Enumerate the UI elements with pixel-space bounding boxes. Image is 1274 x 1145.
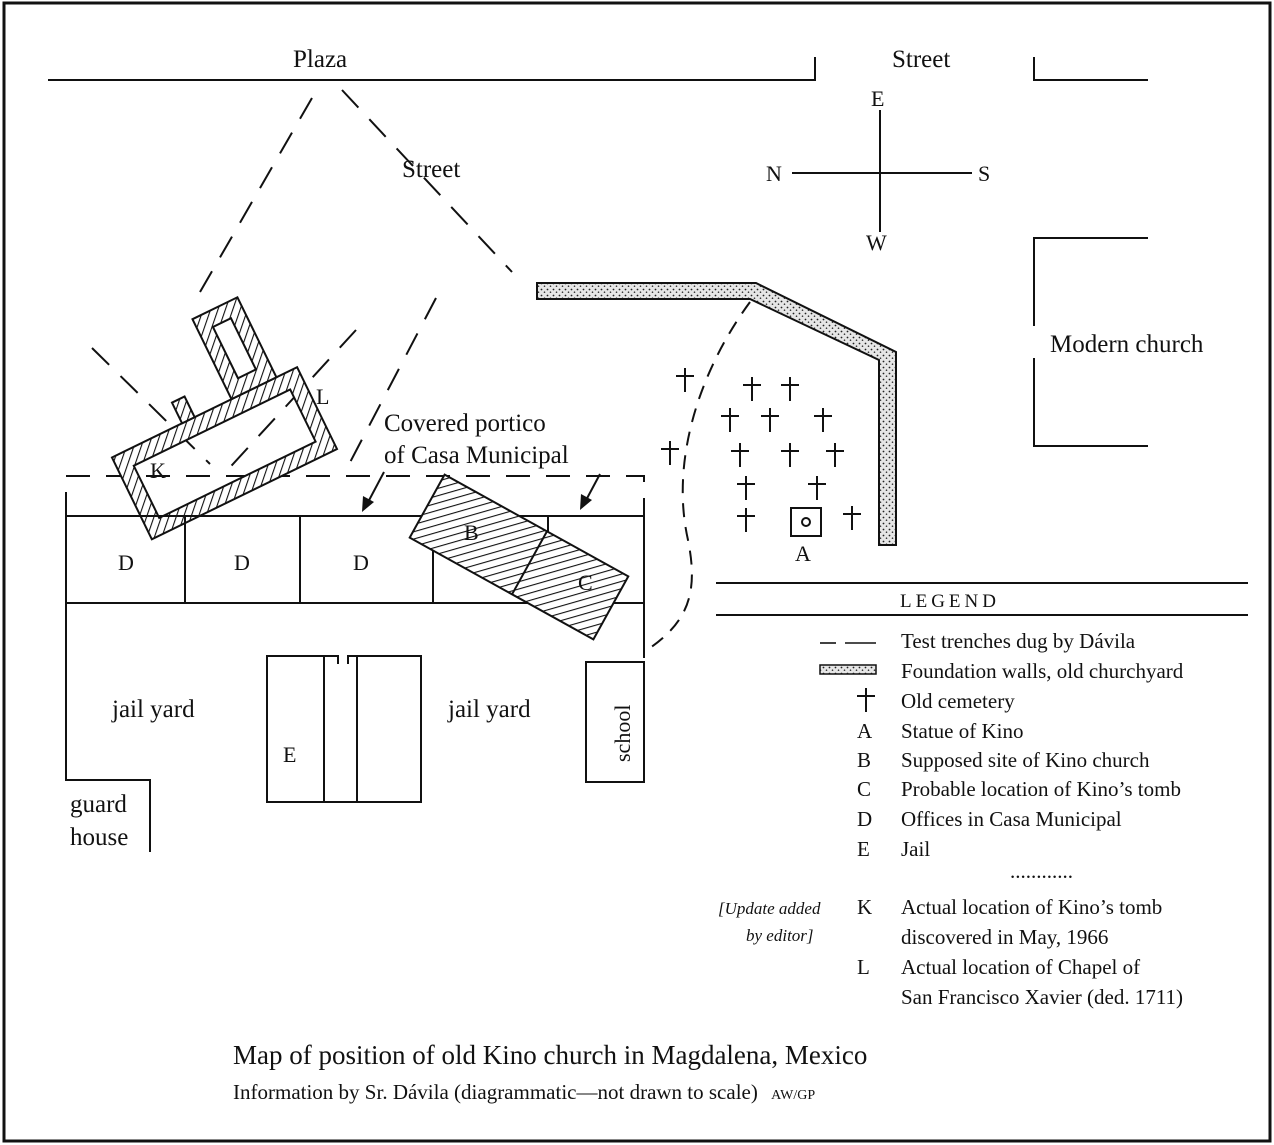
compass-west: W [866, 230, 887, 255]
plaza-street-edge [48, 57, 1148, 81]
guard-house-label-1: guard [70, 791, 127, 818]
jail-yard-left-label: jail yard [111, 696, 195, 723]
legend-a-key: A [857, 719, 873, 743]
street-top-label: Street [892, 46, 950, 73]
legend-c-text: Probable location of Kino’s tomb [901, 777, 1181, 801]
legend-c-key: C [857, 777, 871, 801]
trench-curve [649, 301, 751, 649]
legend-d-text: Offices in Casa Municipal [901, 807, 1122, 831]
modern-church-outline [1033, 237, 1148, 447]
kino-church-site-b-c [408, 473, 630, 641]
legend-e-text: Jail [901, 837, 930, 861]
jail-yard-right-label: jail yard [447, 696, 531, 723]
compass-east: E [871, 86, 884, 111]
legend-k-key: K [857, 895, 872, 919]
legend-title: LEGEND [900, 591, 1000, 612]
caption-credit: AW/GP [771, 1088, 815, 1103]
covered-portico-outline [65, 475, 645, 516]
legend-k-text2: discovered in May, 1966 [901, 925, 1108, 949]
update-note-line2: by editor] [746, 926, 814, 945]
label-b: B [464, 520, 479, 545]
legend-e-key: E [857, 837, 870, 861]
legend-d-key: D [857, 807, 872, 831]
update-note-line1: [Update added [718, 899, 821, 918]
jail-building [266, 655, 422, 803]
cross-swatch-icon [857, 688, 875, 712]
caption-title: Map of position of old Kino church in Ma… [233, 1040, 867, 1070]
portico-label-line1: Covered portico [384, 410, 546, 437]
portico-label-line2: of Casa Municipal [384, 442, 569, 469]
label-l: L [316, 384, 329, 409]
school-label: school [610, 705, 635, 762]
casa-municipal-offices [65, 515, 645, 604]
legend-separator: ............ [1010, 859, 1073, 883]
chapel-trench-lines [91, 297, 437, 477]
compass-icon [792, 110, 972, 232]
legend: LEGEND Test trenches dug by Dávila Found… [716, 582, 1248, 1009]
portico-arrow-icons [362, 471, 601, 512]
label-d1: D [118, 550, 134, 575]
street-diagonal-label: Street [402, 156, 460, 183]
legend-l-key: L [857, 955, 870, 979]
label-a: A [795, 541, 811, 566]
compass-south: S [978, 161, 990, 186]
diagonal-street-lines [199, 89, 513, 293]
modern-church-label: Modern church [1050, 331, 1204, 358]
legend-a-text: Statue of Kino [901, 719, 1023, 743]
label-e: E [283, 742, 296, 767]
label-c: C [578, 570, 593, 595]
caption-subtitle: Information by Sr. Dávila (diagrammatic—… [233, 1080, 815, 1104]
legend-trenches: Test trenches dug by Dávila [901, 629, 1136, 653]
guard-house-label-2: house [70, 824, 128, 851]
label-k: K [150, 458, 166, 483]
caption-subtitle-text: Information by Sr. Dávila (diagrammatic—… [233, 1080, 758, 1104]
foundation-swatch-icon [819, 664, 877, 675]
legend-k-text1: Actual location of Kino’s tomb [901, 895, 1162, 919]
plaza-label: Plaza [293, 46, 347, 73]
cemetery-crosses [661, 368, 861, 532]
chapel-k-l [110, 295, 339, 541]
legend-l-text2: San Francisco Xavier (ded. 1711) [901, 985, 1183, 1009]
label-d2: D [234, 550, 250, 575]
school-building [585, 661, 645, 783]
legend-b-key: B [857, 748, 871, 772]
legend-foundation: Foundation walls, old churchyard [901, 659, 1184, 683]
compass-north: N [766, 161, 782, 186]
label-d3: D [353, 550, 369, 575]
legend-b-text: Supposed site of Kino church [901, 748, 1150, 772]
foundation-walls [536, 282, 897, 546]
legend-cemetery: Old cemetery [901, 689, 1015, 713]
statue-marker-icon [790, 507, 822, 537]
jail-yard-walls [65, 603, 645, 852]
legend-l-text1: Actual location of Chapel of [901, 955, 1140, 979]
